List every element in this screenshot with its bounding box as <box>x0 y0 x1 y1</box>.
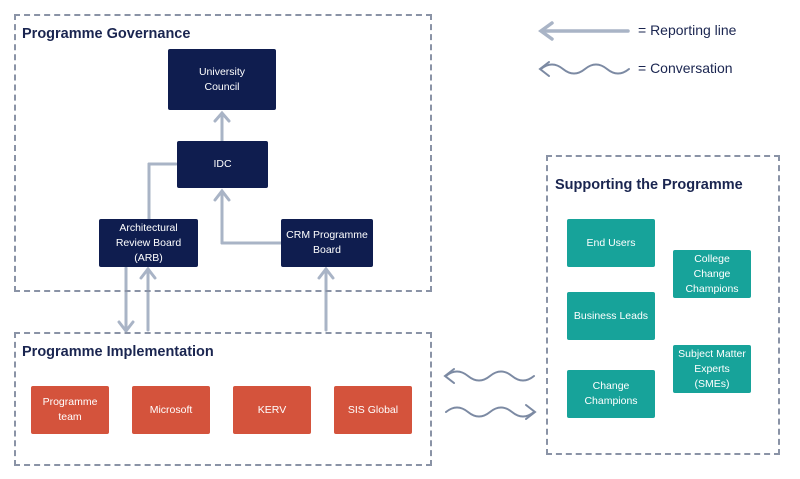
implementation-item-sis-global[interactable]: SIS Global <box>334 386 412 434</box>
implementation-item-label: Programme team <box>42 396 98 423</box>
idc-box[interactable]: IDC <box>177 141 268 188</box>
reporting-line-arb-to-implementation <box>117 266 157 334</box>
conversation-line-to-supporting <box>445 404 537 420</box>
supporting-title: Supporting the Programme <box>555 177 743 193</box>
conversation-line-to-implementation <box>443 368 535 384</box>
smes-box[interactable]: Subject Matter Experts (SMEs) <box>673 345 751 393</box>
supporting-panel <box>546 155 780 455</box>
crm-board-box[interactable]: CRM Programme Board <box>281 219 373 267</box>
reporting-line-idc-to-council <box>213 110 231 143</box>
legend-reporting-line-label: = Reporting line <box>638 22 737 38</box>
governance-panel <box>14 14 432 292</box>
arb-label: Architectural Review Board (ARB) <box>115 221 182 264</box>
end-users-label: End Users <box>586 236 636 249</box>
legend-conversation-arrow-icon <box>538 61 630 77</box>
implementation-item-kerv[interactable]: KERV <box>233 386 311 434</box>
legend-reporting-arrow-icon <box>538 21 630 41</box>
change-champions-box[interactable]: Change Champions <box>567 370 655 418</box>
reporting-line-arb-to-idc <box>147 162 178 221</box>
change-champions-label: Change Champions <box>584 380 638 407</box>
reporting-line-crm-to-idc <box>213 188 283 245</box>
university-council-label: University Council <box>198 65 246 93</box>
implementation-item-label: KERV <box>257 403 287 416</box>
university-council-box[interactable]: University Council <box>168 49 276 110</box>
business-leads-box[interactable]: Business Leads <box>567 292 655 340</box>
implementation-item-label: SIS Global <box>347 403 399 416</box>
implementation-panel <box>14 332 432 466</box>
reporting-line-implementation-to-crm <box>317 266 335 332</box>
idc-label: IDC <box>213 158 232 170</box>
college-change-champions-box[interactable]: College Change Champions <box>673 250 751 298</box>
implementation-item-programme-team[interactable]: Programme team <box>31 386 109 434</box>
implementation-item-label: Microsoft <box>149 403 193 416</box>
implementation-title: Programme Implementation <box>22 344 214 360</box>
crm-board-label: CRM Programme Board <box>286 229 368 256</box>
college-change-champions-label: College Change Champions <box>685 252 739 295</box>
governance-title: Programme Governance <box>22 26 191 42</box>
arb-box[interactable]: Architectural Review Board (ARB) <box>99 219 198 267</box>
implementation-item-microsoft[interactable]: Microsoft <box>132 386 210 434</box>
end-users-box[interactable]: End Users <box>567 219 655 267</box>
legend-conversation-label: = Conversation <box>638 60 733 76</box>
smes-label: Subject Matter Experts (SMEs) <box>678 347 746 390</box>
business-leads-label: Business Leads <box>573 309 649 322</box>
